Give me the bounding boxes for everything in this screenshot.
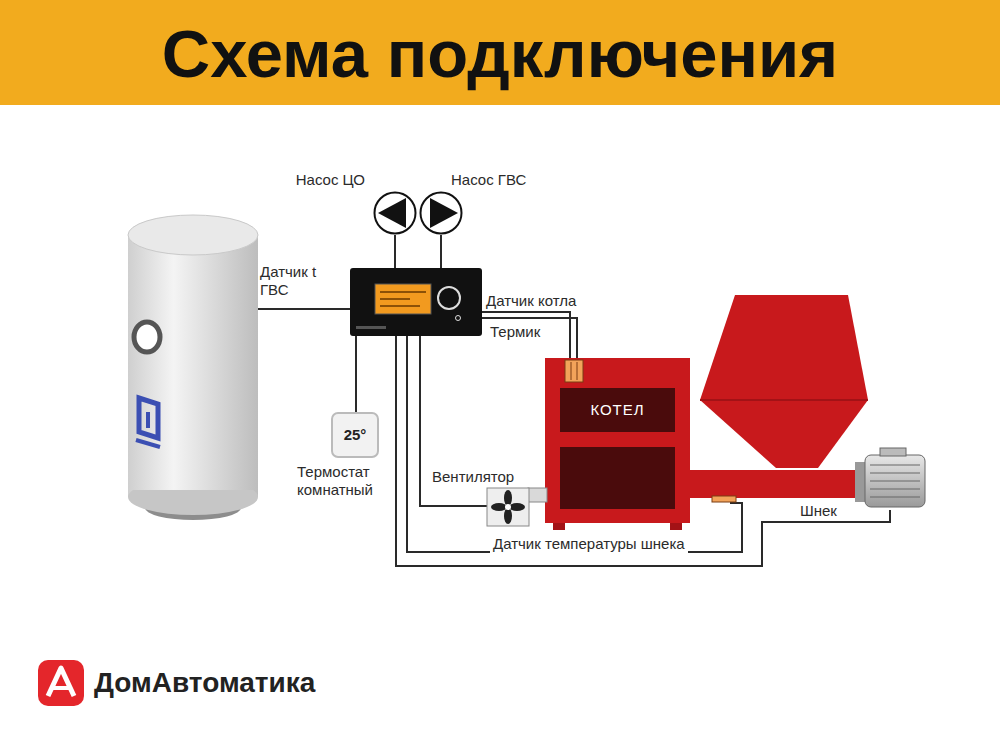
logo-mark: [38, 660, 84, 706]
boiler: [545, 358, 690, 530]
water-tank: [128, 215, 258, 520]
room-thermostat: 25°Термостат комнатный: [331, 412, 379, 458]
sensor-label: Датчик температуры шнека: [490, 535, 688, 553]
wires: [258, 235, 890, 566]
pump-label: Насос ГВС: [451, 171, 561, 189]
pump-dhw: Насос ГВС: [419, 191, 463, 235]
motor: [855, 448, 925, 507]
controller: [350, 268, 482, 336]
pump-symbol: [373, 191, 417, 235]
fan-label: Вентилятор: [432, 468, 514, 486]
hopper: [690, 295, 868, 502]
thermostat-label: Термостат комнатный: [297, 463, 397, 499]
sensor-label: Термик: [490, 323, 540, 341]
auger-label: Шнек: [800, 502, 837, 520]
boiler-text: КОТЕЛ: [560, 388, 675, 432]
title: Схема подключения: [0, 14, 1000, 94]
pump-heating: Насос ЦО: [373, 191, 417, 235]
sensor-label: Датчик t ГВС: [260, 263, 340, 299]
fan: [487, 488, 547, 526]
pump-label: Насос ЦО: [265, 171, 365, 189]
sensor-label: Датчик котла: [486, 292, 576, 310]
pump-symbol: [419, 191, 463, 235]
thermostat-value: 25°: [333, 414, 377, 456]
boiler-panel: КОТЕЛ: [560, 388, 675, 432]
brand-name: ДомАвтоматика: [94, 666, 315, 700]
header-bar: [0, 0, 1000, 105]
